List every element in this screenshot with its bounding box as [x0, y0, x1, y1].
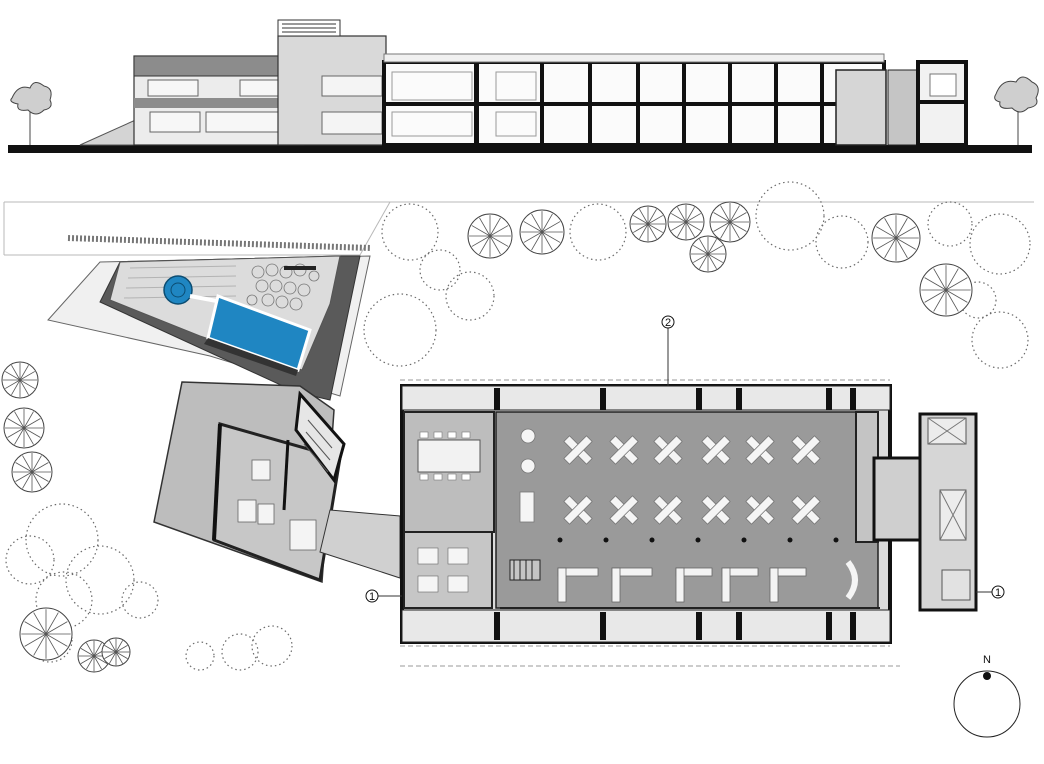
tree-icon — [1, 361, 39, 399]
shrub-icon — [927, 201, 973, 247]
tree-icon — [467, 213, 513, 259]
shrub-icon — [25, 503, 99, 577]
tree-icon — [11, 451, 53, 493]
shrub-icon — [445, 271, 495, 321]
tree-icon — [629, 205, 667, 243]
shrub-icon — [755, 181, 825, 251]
tree-icon — [3, 407, 45, 449]
shrub-icon — [65, 545, 135, 615]
tree-icon — [709, 201, 751, 243]
section-marker-1-east: 1 — [995, 587, 1001, 599]
boardroom-table — [417, 439, 481, 473]
shrub-icon — [185, 641, 215, 671]
tree-icon — [689, 235, 727, 273]
shrub-icon — [363, 293, 437, 367]
private-offices — [557, 567, 807, 603]
tree-icon — [19, 607, 73, 661]
shrub-icon — [221, 633, 259, 671]
vegetation — [1, 181, 1031, 673]
section-marker-2: 2 — [665, 317, 671, 329]
shrub-icon — [971, 311, 1029, 369]
section-marker-icon: 1 — [365, 589, 379, 603]
north-arrow-icon: N — [953, 654, 1021, 738]
shrub-icon — [381, 203, 439, 261]
workstation-clusters — [563, 435, 821, 525]
elevation-drawing — [8, 19, 1039, 153]
tree-icon — [919, 263, 973, 317]
open-office-floor — [495, 411, 879, 609]
tree-icon — [871, 213, 921, 263]
shrub-icon — [959, 281, 997, 319]
section-marker-icon: 1 — [991, 585, 1005, 599]
pebble-garden — [246, 263, 320, 311]
round-pool — [163, 275, 193, 305]
section-marker-1-west: 1 — [369, 591, 375, 603]
shrub-icon — [121, 581, 159, 619]
shrub-icon — [815, 215, 869, 269]
tree-icon — [519, 209, 565, 255]
shrub-icon — [569, 203, 627, 261]
section-marker-icon: 2 — [661, 315, 675, 329]
ground-line — [8, 145, 1032, 153]
north-label: N — [983, 654, 991, 666]
shrub-icon — [419, 249, 461, 291]
shrub-icon — [251, 625, 293, 667]
site-plan: 2 1 1 N — [3, 201, 1034, 738]
meeting-tables-west — [237, 459, 317, 551]
shrub-icon — [5, 535, 55, 585]
tree-icon — [994, 76, 1039, 145]
tree-icon — [10, 82, 52, 145]
tree-icon — [101, 637, 131, 667]
shrub-icon — [35, 571, 93, 629]
tree-icon — [667, 203, 705, 241]
shrub-icon — [969, 213, 1031, 275]
